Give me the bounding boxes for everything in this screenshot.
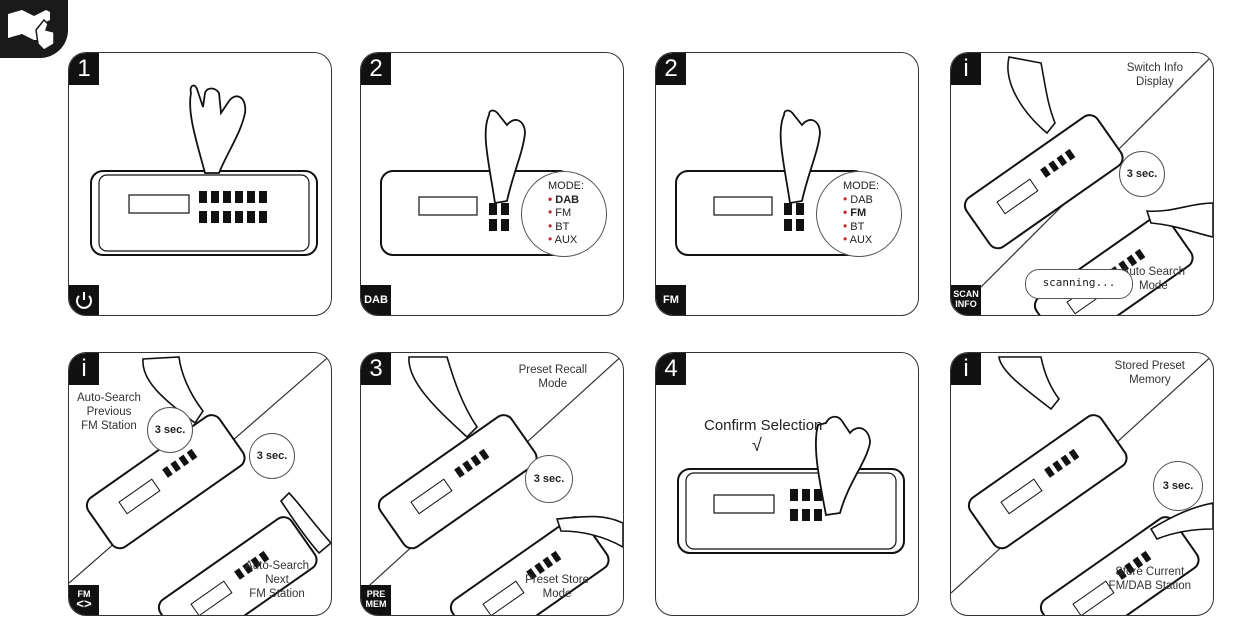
panel-preset: 3 Preset Recall Mode 3 sec. Preset Store… (360, 352, 624, 616)
panel-fm-auto-search: i Auto-Search Previous FM Station 3 sec.… (68, 352, 332, 616)
radio-illustration (677, 415, 905, 554)
mode-callout: MODE: • DAB • FM • BT • AUX (816, 171, 902, 257)
power-icon (69, 285, 99, 315)
scanning-display-callout: scanning... (1025, 269, 1133, 299)
fm-tuning-button-label: FM<> (69, 585, 99, 615)
panel-mode-fm: 2 FM MODE: • DAB • FM • BT • AUX (655, 52, 919, 316)
mode-item-aux: • AUX (548, 232, 578, 246)
step-number: 4 (656, 353, 686, 385)
step-number: 1 (69, 53, 99, 85)
hold-3sec-callout: 3 sec. (1153, 461, 1203, 511)
radio-illustration (951, 354, 1213, 615)
radio-illustration (675, 109, 867, 256)
step-number: 2 (656, 53, 686, 85)
manual-touch-logo (0, 0, 68, 58)
book-hand-icon (8, 10, 55, 51)
radio-illustration (361, 354, 623, 615)
info-icon: i (69, 353, 99, 385)
hold-3sec-callout: 3 sec. (525, 455, 573, 503)
fm-button-label: FM (656, 285, 686, 315)
radio-illustration (69, 353, 331, 615)
radio-illustration (380, 109, 572, 256)
mode-item-dab: • DAB (548, 191, 580, 206)
panel-scan-info: i Switch Info Display 3 sec. Auto Search… (950, 52, 1214, 316)
mode-title: MODE: (843, 180, 880, 192)
mode-title: MODE: (548, 180, 585, 192)
hold-3sec-callout-next: 3 sec. (249, 433, 295, 479)
mode-item-dab: • DAB (843, 191, 873, 206)
info-icon: i (951, 53, 981, 85)
previous-station-caption: Auto-Search Previous FM Station (77, 392, 141, 432)
mode-item-aux: • AUX (843, 232, 873, 246)
dab-button-label: DAB (361, 285, 391, 315)
panel-power-on: 1 (68, 52, 332, 316)
stored-preset-caption: Stored Preset Memory (1114, 360, 1185, 386)
mode-item-bt: • BT (843, 218, 865, 233)
preset-store-caption: Preset Store Mode (525, 574, 589, 600)
hold-3sec-callout-previous: 3 sec. (147, 407, 193, 453)
confirm-selection-caption: Confirm Selection (704, 417, 823, 434)
checkmark-icon: √ (752, 435, 762, 455)
hold-3sec-callout: 3 sec. (1119, 151, 1165, 197)
panel-store-preset: i Stored Preset Memory 3 sec. Store Curr… (950, 352, 1214, 616)
radio-illustration (90, 84, 318, 256)
next-station-caption: Auto-Search Next FM Station (245, 560, 309, 600)
step-number: 3 (361, 353, 391, 385)
switch-info-caption: Switch Info Display (1126, 62, 1183, 88)
mode-item-bt: • BT (548, 218, 570, 233)
panel-confirm-selection: 4 Confirm Selection √ (655, 352, 919, 616)
store-current-caption: Store Current FM/DAB Station (1108, 566, 1191, 592)
mode-callout: MODE: • DAB • FM • BT • AUX (521, 171, 607, 257)
panel-mode-dab: 2 DAB MODE: • DAB • FM • BT • AUX (360, 52, 624, 316)
mode-item-fm: • FM (548, 205, 572, 219)
preset-recall-caption: Preset Recall Mode (518, 364, 587, 390)
step-number: 2 (361, 53, 391, 85)
info-icon: i (951, 353, 981, 385)
mode-item-fm: • FM (843, 205, 867, 219)
